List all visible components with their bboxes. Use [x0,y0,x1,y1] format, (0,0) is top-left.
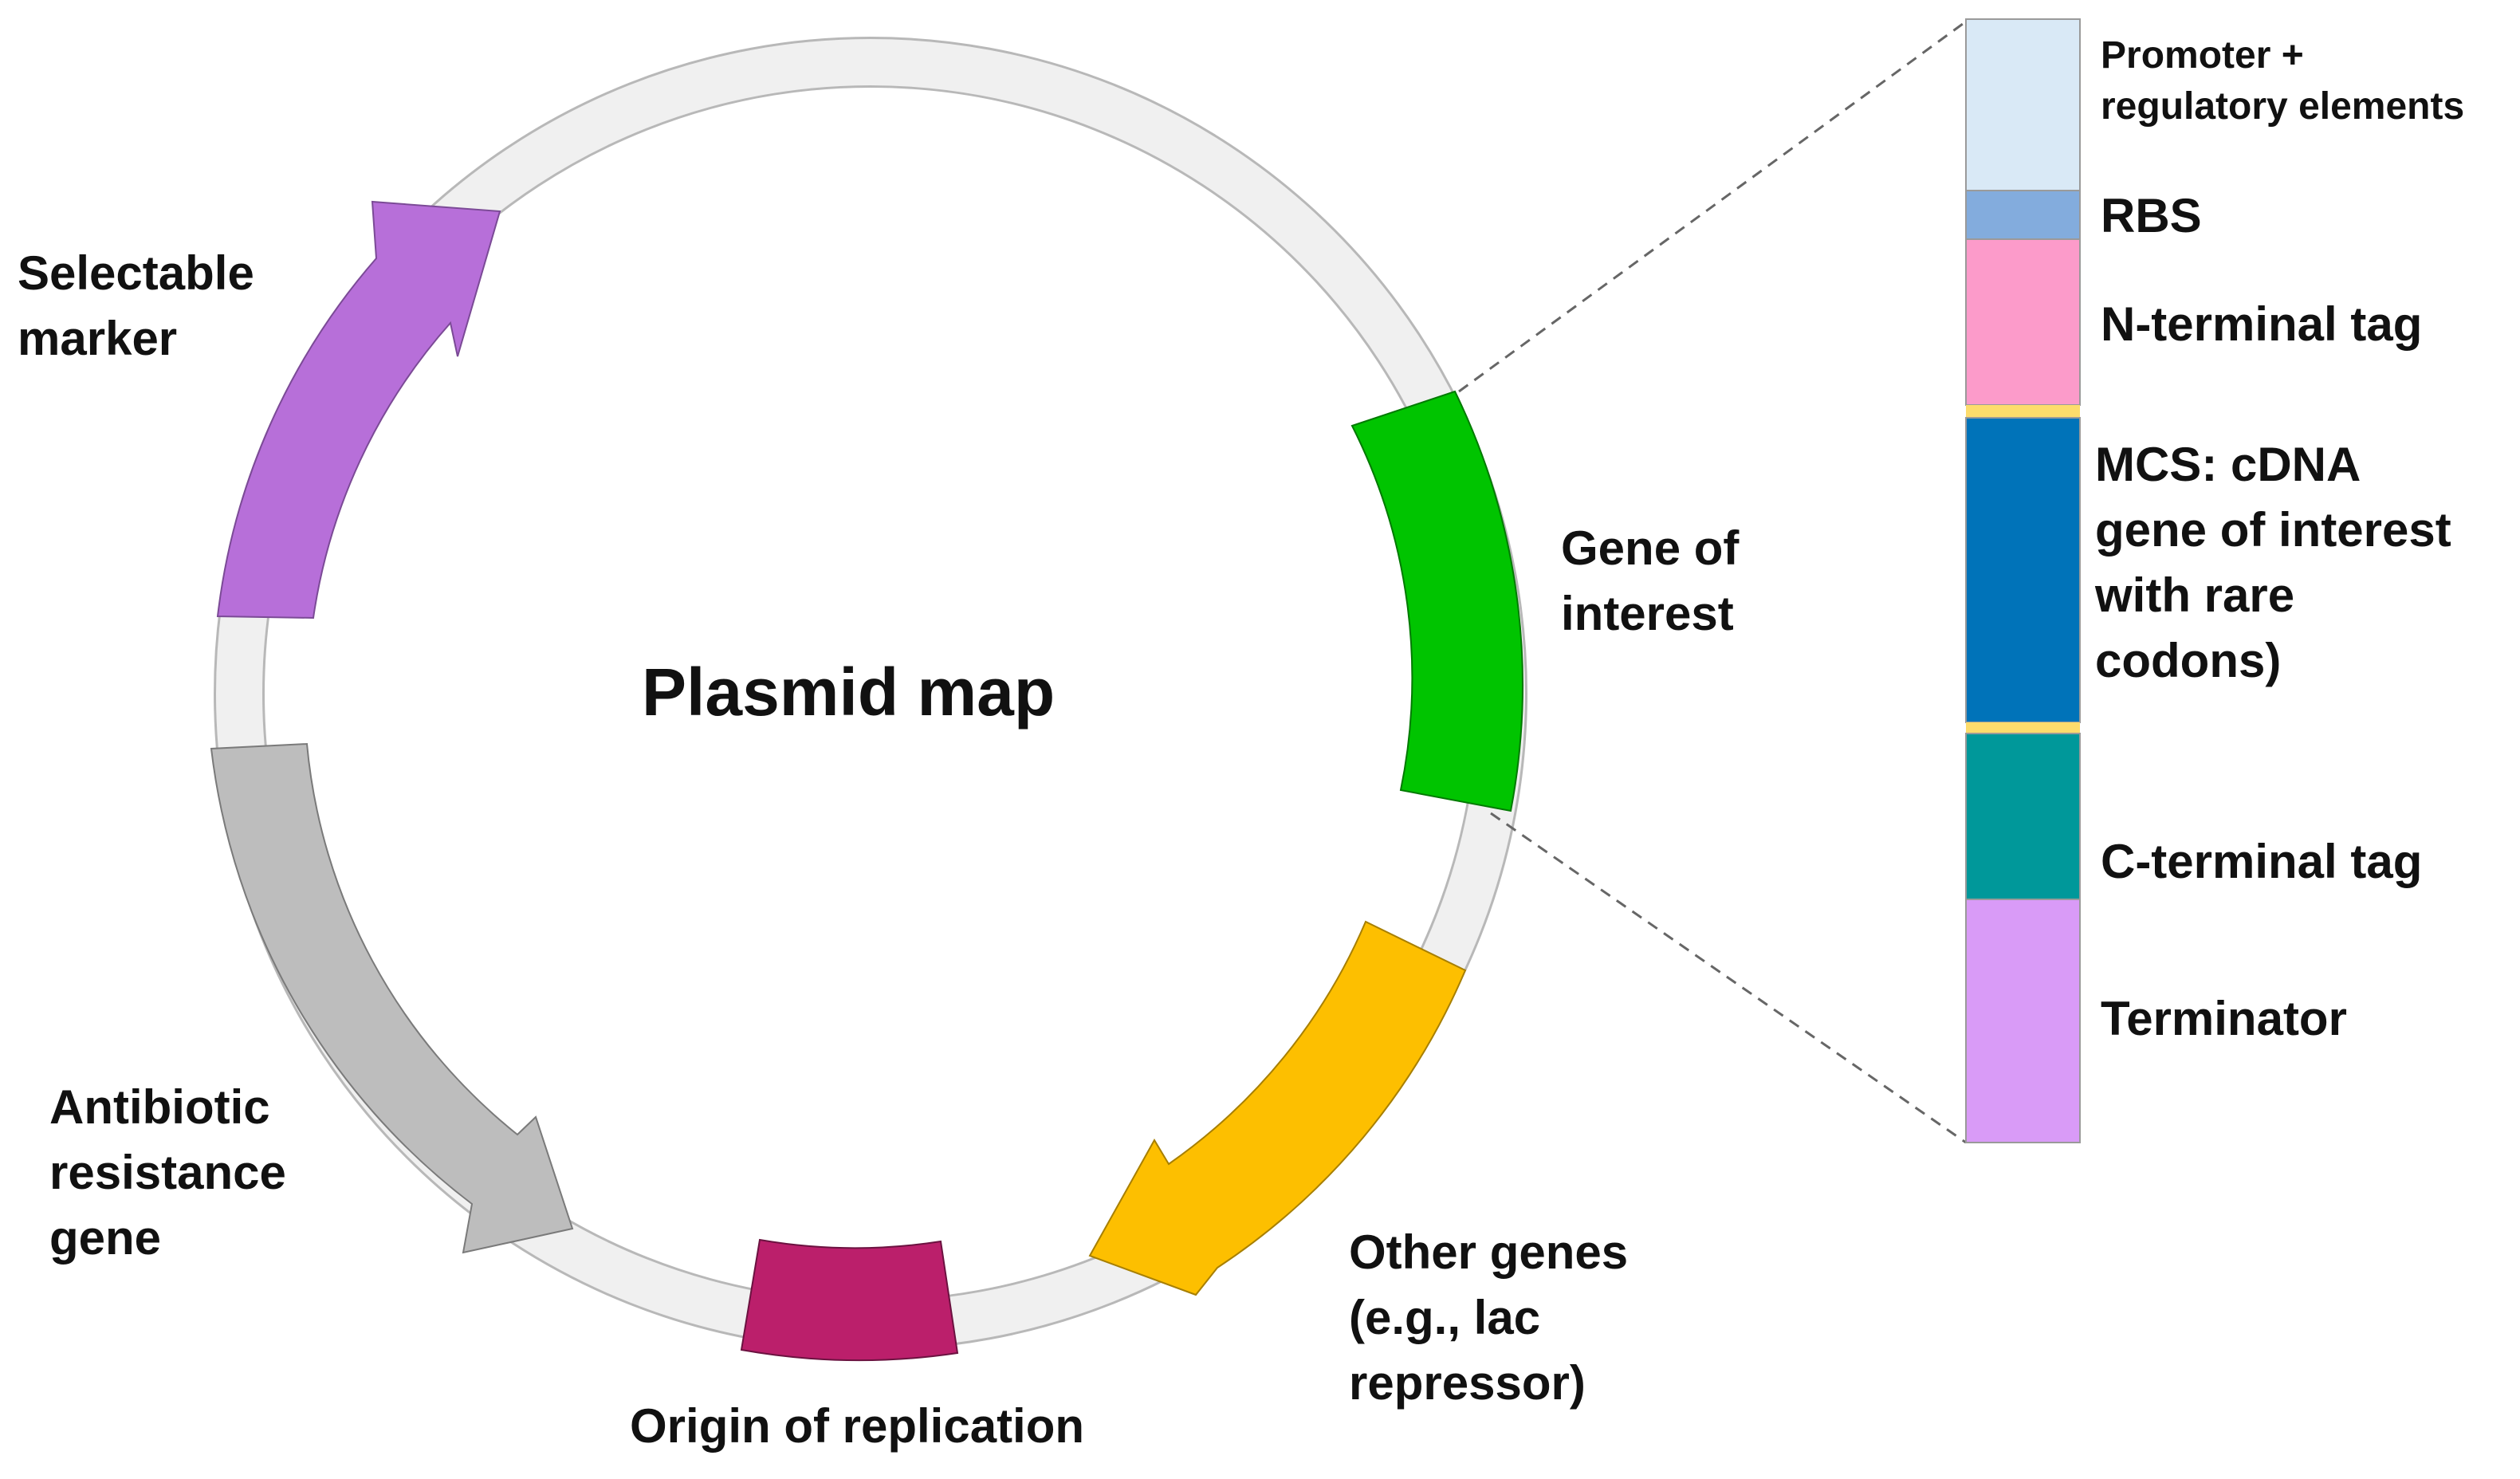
n-terminal-tag-label-line: N-terminal tag [2101,297,2423,351]
other-genes-label: Other genes (e.g., lac repressor) [1349,1220,1628,1416]
terminator-label-line: Terminator [2101,992,2347,1045]
promoter-label: Promoter + regulatory elements [2101,30,2464,132]
antibiotic-resistance-gene-arrow [210,742,574,1254]
cassette-terminator-segment [1965,899,2081,1143]
cassette-promoter-segment [1965,18,2081,191]
gene-of-interest-label: Gene of interest [1561,516,1739,647]
other-genes-label-line: repressor) [1349,1356,1586,1410]
cassette-n-terminal-tag-segment [1965,238,2081,406]
promoter-label-line: Promoter + [2101,34,2304,77]
mcs-label-line: gene of interest [2095,503,2451,557]
other-genes-arrow [1088,920,1467,1296]
gene-of-interest-block [1350,390,1523,812]
selectable-marker-label-line: marker [18,312,178,365]
cassette-linker-bottom [1966,722,2080,734]
zoom-connector-top [1458,20,1967,393]
other-genes-label-line: (e.g., lac [1349,1291,1541,1344]
other-genes-label-line: Other genes [1349,1225,1629,1279]
selectable-marker-label-line: Selectable [18,246,254,300]
gene-of-interest-label-line: Gene of [1561,521,1740,575]
cassette-linker-top [1966,405,2080,418]
mcs-label-line: MCS: cDNA [2095,438,2361,491]
antibiotic-resistance-label-line: resistance [49,1146,286,1199]
c-terminal-tag-label: C-terminal tag [2101,829,2422,895]
origin-of-replication-label-line: Origin of replication [630,1399,1085,1453]
antibiotic-resistance-label-line: Antibiotic [49,1080,270,1134]
zoom-connector-bottom [1490,812,1967,1144]
mcs-label: MCS: cDNA gene of interest with rare cod… [2095,432,2451,694]
selectable-marker-label: Selectable marker [18,241,254,372]
antibiotic-resistance-label: Antibiotic resistance gene [49,1075,286,1271]
promoter-label-line: regulatory elements [2101,85,2465,128]
origin-of-replication-block [740,1238,959,1362]
selectable-marker-arrow [216,200,501,620]
cassette-mcs-segment [1965,417,2081,723]
n-terminal-tag-label: N-terminal tag [2101,292,2422,357]
mcs-label-line: with rare [2095,568,2295,622]
gene-of-interest-label-line: interest [1561,587,1734,640]
rbs-label: RBS [2101,183,2202,249]
terminator-label: Terminator [2101,986,2347,1052]
c-terminal-tag-label-line: C-terminal tag [2101,835,2423,888]
cassette-c-terminal-tag-segment [1965,733,2081,900]
mcs-label-line: codons) [2095,634,2282,687]
rbs-label-line: RBS [2101,189,2202,242]
cassette-rbs-segment [1965,190,2081,240]
antibiotic-resistance-label-line: gene [49,1211,162,1265]
origin-of-replication-label: Origin of replication [630,1394,1084,1459]
expression-cassette [1965,18,2081,1143]
plasmid-map-title: Plasmid map [642,655,1056,730]
